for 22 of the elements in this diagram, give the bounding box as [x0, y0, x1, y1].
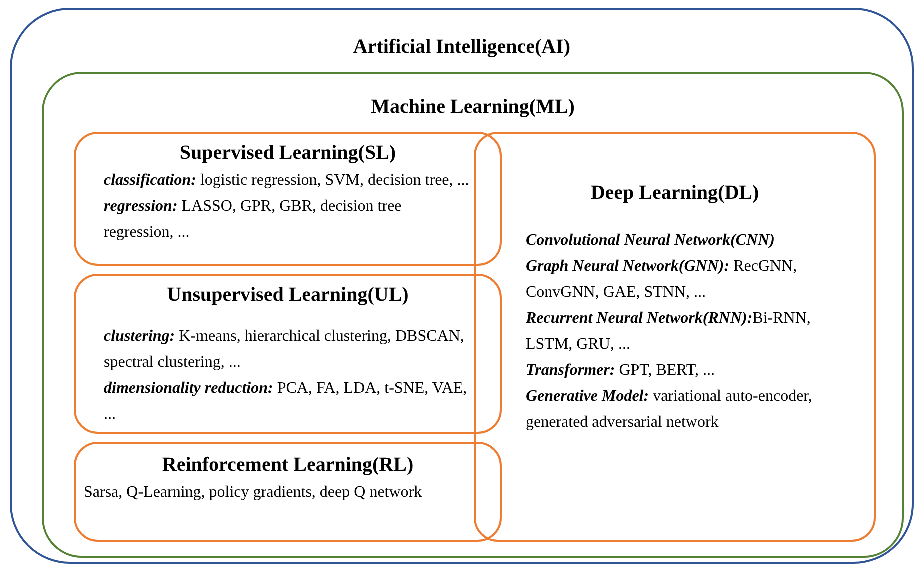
item-text: clustering: K-means, hierarchical clustering, DBSCAN, spectral clustering, ...: [104, 327, 466, 373]
rounded-box: [42, 72, 904, 558]
rounded-box: [74, 274, 502, 434]
item-text: Convolutional Neural Network(CNN): [526, 231, 776, 251]
box-heading: Reinforcement Learning(RL): [162, 454, 414, 476]
box-heading: Supervised Learning(SL): [180, 142, 396, 164]
rounded-box: [474, 132, 876, 542]
box-heading: Deep Learning(DL): [590, 182, 760, 204]
box-heading: Machine Learning(ML): [371, 96, 575, 118]
rounded-box: [74, 132, 502, 266]
item-text: Graph Neural Network(GNN): RecGNN, ConvGNN, GAE, STNN, ...: [526, 257, 798, 303]
item-text: Recurrent Neural Network(RNN):Bi-RNN, LSTM, GRU, ...: [526, 309, 812, 355]
box-heading: Unsupervised Learning(UL): [167, 284, 409, 306]
item-text: Sarsa, Q-Learning, policy gradients, deep Q network: [84, 483, 424, 503]
item-text: Transformer: GPT, BERT, ...: [526, 361, 716, 381]
rounded-box: [74, 442, 502, 542]
item-text: regression: LASSO, GPR, GBR, decision tree regression, ...: [104, 197, 403, 243]
item-text: Generative Model: variational auto-encoder, generated adversarial network: [526, 387, 814, 433]
rounded-box: [10, 8, 914, 564]
box-heading: Artificial Intelligence(AI): [353, 36, 571, 58]
item-text: classification: logistic regression, SVM, decision tree, ...: [104, 171, 470, 191]
item-text: dimensionality reduction: PCA, FA, LDA, t-SNE, VAE, ...: [104, 379, 468, 425]
